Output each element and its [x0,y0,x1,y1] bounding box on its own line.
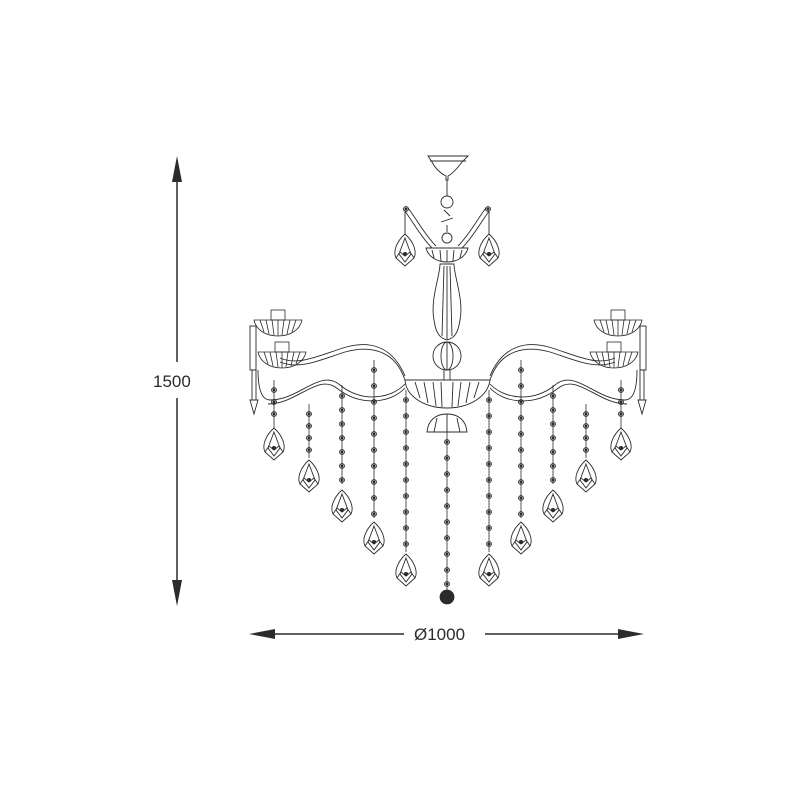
ceiling-canopy [427,155,470,181]
height-dimension-label: 1500 [153,370,191,394]
crystal-strands [263,360,632,605]
chandelier [249,155,647,433]
diameter-dimension-label: Ø1000 [410,625,470,645]
crystal-ball [439,589,455,605]
diameter-dimension-line [249,629,644,639]
height-dimension-line [172,156,182,606]
